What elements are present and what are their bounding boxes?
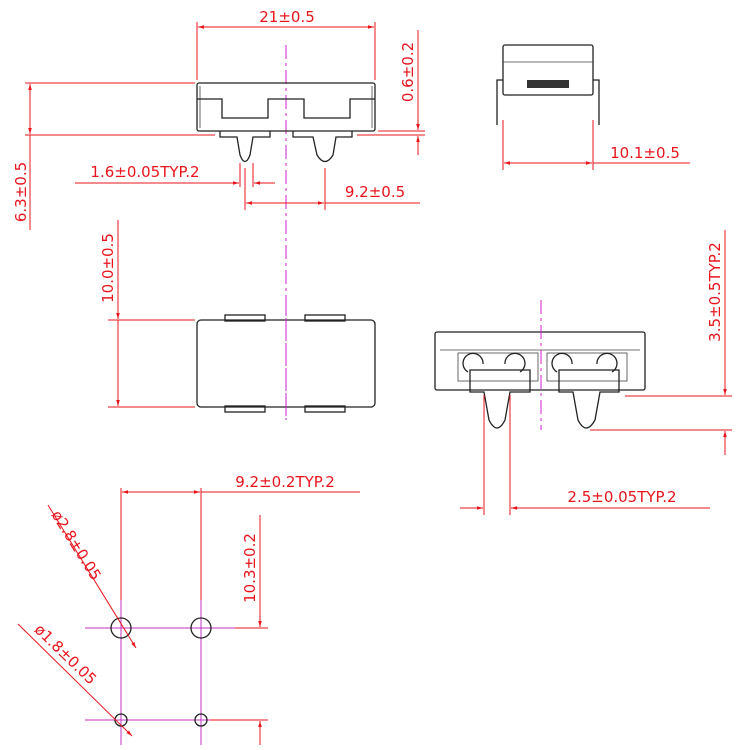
pin-length-dim-label: 3.5±0.5TYP.2 <box>706 242 724 342</box>
top-depth-dim-label: 10.0±0.5 <box>99 233 117 303</box>
small-hole <box>194 713 208 727</box>
body-outline <box>196 82 376 132</box>
pin-thickness-dim-label: 2.5±0.05TYP.2 <box>567 488 676 506</box>
side-view: 10.1±0.5 <box>496 44 690 170</box>
small-hole <box>114 713 128 727</box>
side-depth-dim-label: 10.1±0.5 <box>610 144 680 162</box>
pitch-y-dim-label: 10.3±0.2 <box>241 533 259 603</box>
top-view: 10.0±0.5 <box>99 220 376 420</box>
large-hole <box>190 617 212 639</box>
pin-pitch-dim-label: 9.2±0.5 <box>345 183 405 201</box>
width-dim-label: 21±0.5 <box>259 8 315 26</box>
pin-width-dim-label: 1.6±0.05TYP.2 <box>90 163 199 181</box>
pcb-footprint: 9.2±0.2TYP.2 10.3±0.2 ø2.8±0.05 ø1.8±0.0… <box>17 473 360 745</box>
pitch-x-dim-label: 9.2±0.2TYP.2 <box>235 473 335 491</box>
base-dim-label: 0.6±0.2 <box>399 42 417 102</box>
large-hole-dim-label: ø2.8±0.05 <box>48 507 105 584</box>
height-dim-label: 6.3±0.5 <box>12 162 30 222</box>
large-hole <box>110 617 132 639</box>
front-view: 21±0.5 6.3±0.5 0.6±0.2 1.6±0.05TYP.2 9.2… <box>12 8 425 420</box>
end-view: 3.5±0.5TYP.2 2.5±0.05TYP.2 <box>434 230 732 515</box>
small-hole-dim-label: ø1.8±0.05 <box>31 620 100 688</box>
